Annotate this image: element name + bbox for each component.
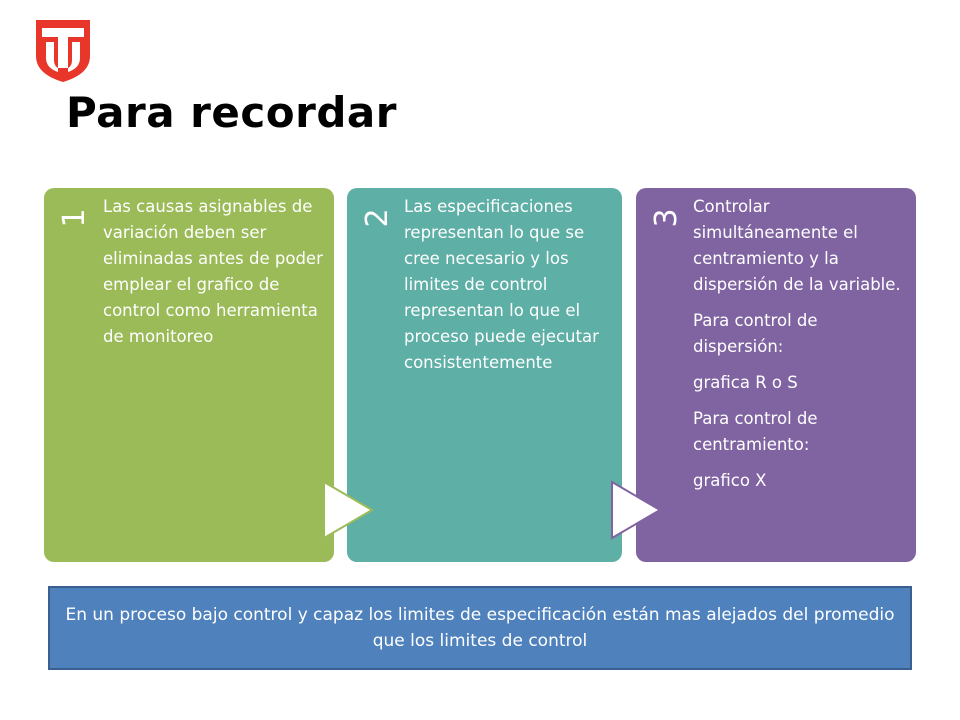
page-title: Para recordar xyxy=(66,88,397,137)
card-2: 2 xyxy=(347,188,622,562)
card-3-paragraph-1: Controlar simultáneamente el centramient… xyxy=(693,197,901,294)
card-number-3: 3 xyxy=(648,208,684,228)
card-3-paragraph-5: grafico X xyxy=(693,471,767,490)
bottom-note-box: En un proceso bajo control y capaz los l… xyxy=(48,586,912,670)
card-3-paragraph-4: Para control de centramiento: xyxy=(693,409,818,454)
card-2-paragraph: Las especificaciones representan lo que … xyxy=(404,197,599,372)
card-number-1: 1 xyxy=(56,208,92,228)
card-3-text: Controlar simultáneamente el centramient… xyxy=(693,194,903,504)
card-3-paragraph-2: Para control de dispersión: xyxy=(693,311,818,356)
card-1-paragraph: Las causas asignables de variación deben… xyxy=(103,197,323,346)
arrow-right-icon xyxy=(611,480,662,540)
card-1-text: Las causas asignables de variación deben… xyxy=(103,194,323,360)
card-3-paragraph-3: grafica R o S xyxy=(693,373,798,392)
card-1: 1 xyxy=(44,188,334,562)
card-3: 3 xyxy=(636,188,916,562)
card-2-text: Las especificaciones representan lo que … xyxy=(404,194,614,386)
bottom-note-text: En un proceso bajo control y capaz los l… xyxy=(65,605,895,651)
arrow-right-icon xyxy=(323,480,374,540)
university-shield-logo-icon xyxy=(36,20,90,82)
card-number-2: 2 xyxy=(359,208,395,228)
